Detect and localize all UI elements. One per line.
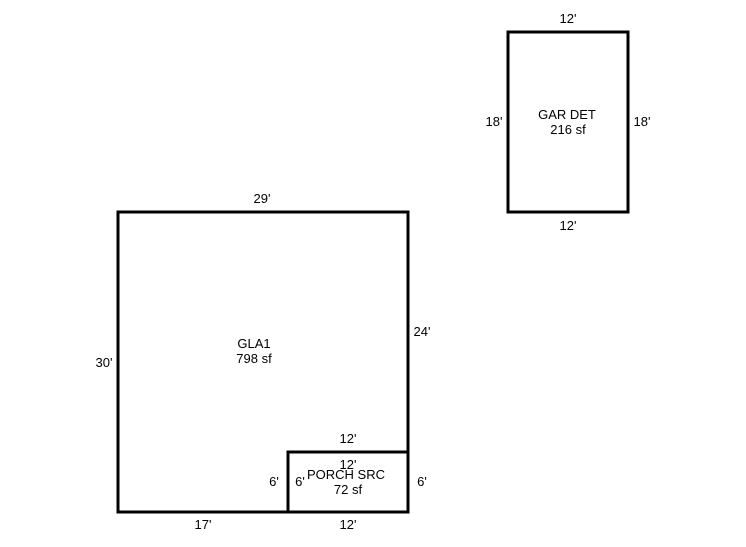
garage-area: 216 sf bbox=[550, 122, 586, 137]
porch-dim-left-inner: 6' bbox=[295, 474, 305, 489]
garage-dim-left: 18' bbox=[486, 114, 503, 129]
porch-name: PORCH SRC bbox=[307, 467, 385, 482]
gla1-area-value: 798 sf bbox=[236, 351, 272, 366]
garage-dim-right: 18' bbox=[634, 114, 651, 129]
garage-dim-bottom: 12' bbox=[560, 218, 577, 233]
gla1-dim-right: 24' bbox=[414, 324, 431, 339]
porch-dim-bottom: 12' bbox=[340, 517, 357, 532]
porch-screened-area: PORCH SRC 72 sf 12' 12' 6' 6' 6' 12' bbox=[269, 431, 427, 532]
gla1-dim-bottom: 17' bbox=[195, 517, 212, 532]
gla1-dim-left: 30' bbox=[96, 355, 113, 370]
porch-outline bbox=[286, 450, 410, 514]
garage-dim-top: 12' bbox=[560, 11, 577, 26]
porch-dim-top-outer: 12' bbox=[340, 431, 357, 446]
porch-dim-right: 6' bbox=[417, 474, 427, 489]
gla1-dim-top: 29' bbox=[254, 191, 271, 206]
garage-outline bbox=[506, 30, 630, 214]
garage-name: GAR DET bbox=[538, 107, 596, 122]
garage-detached-area: GAR DET 216 sf 12' 12' 18' 18' bbox=[486, 11, 651, 233]
porch-dim-left-outer: 6' bbox=[269, 474, 279, 489]
gla1-name: GLA1 bbox=[237, 336, 270, 351]
porch-dim-top-inner: 12' bbox=[340, 457, 357, 472]
porch-area: 72 sf bbox=[334, 482, 363, 497]
